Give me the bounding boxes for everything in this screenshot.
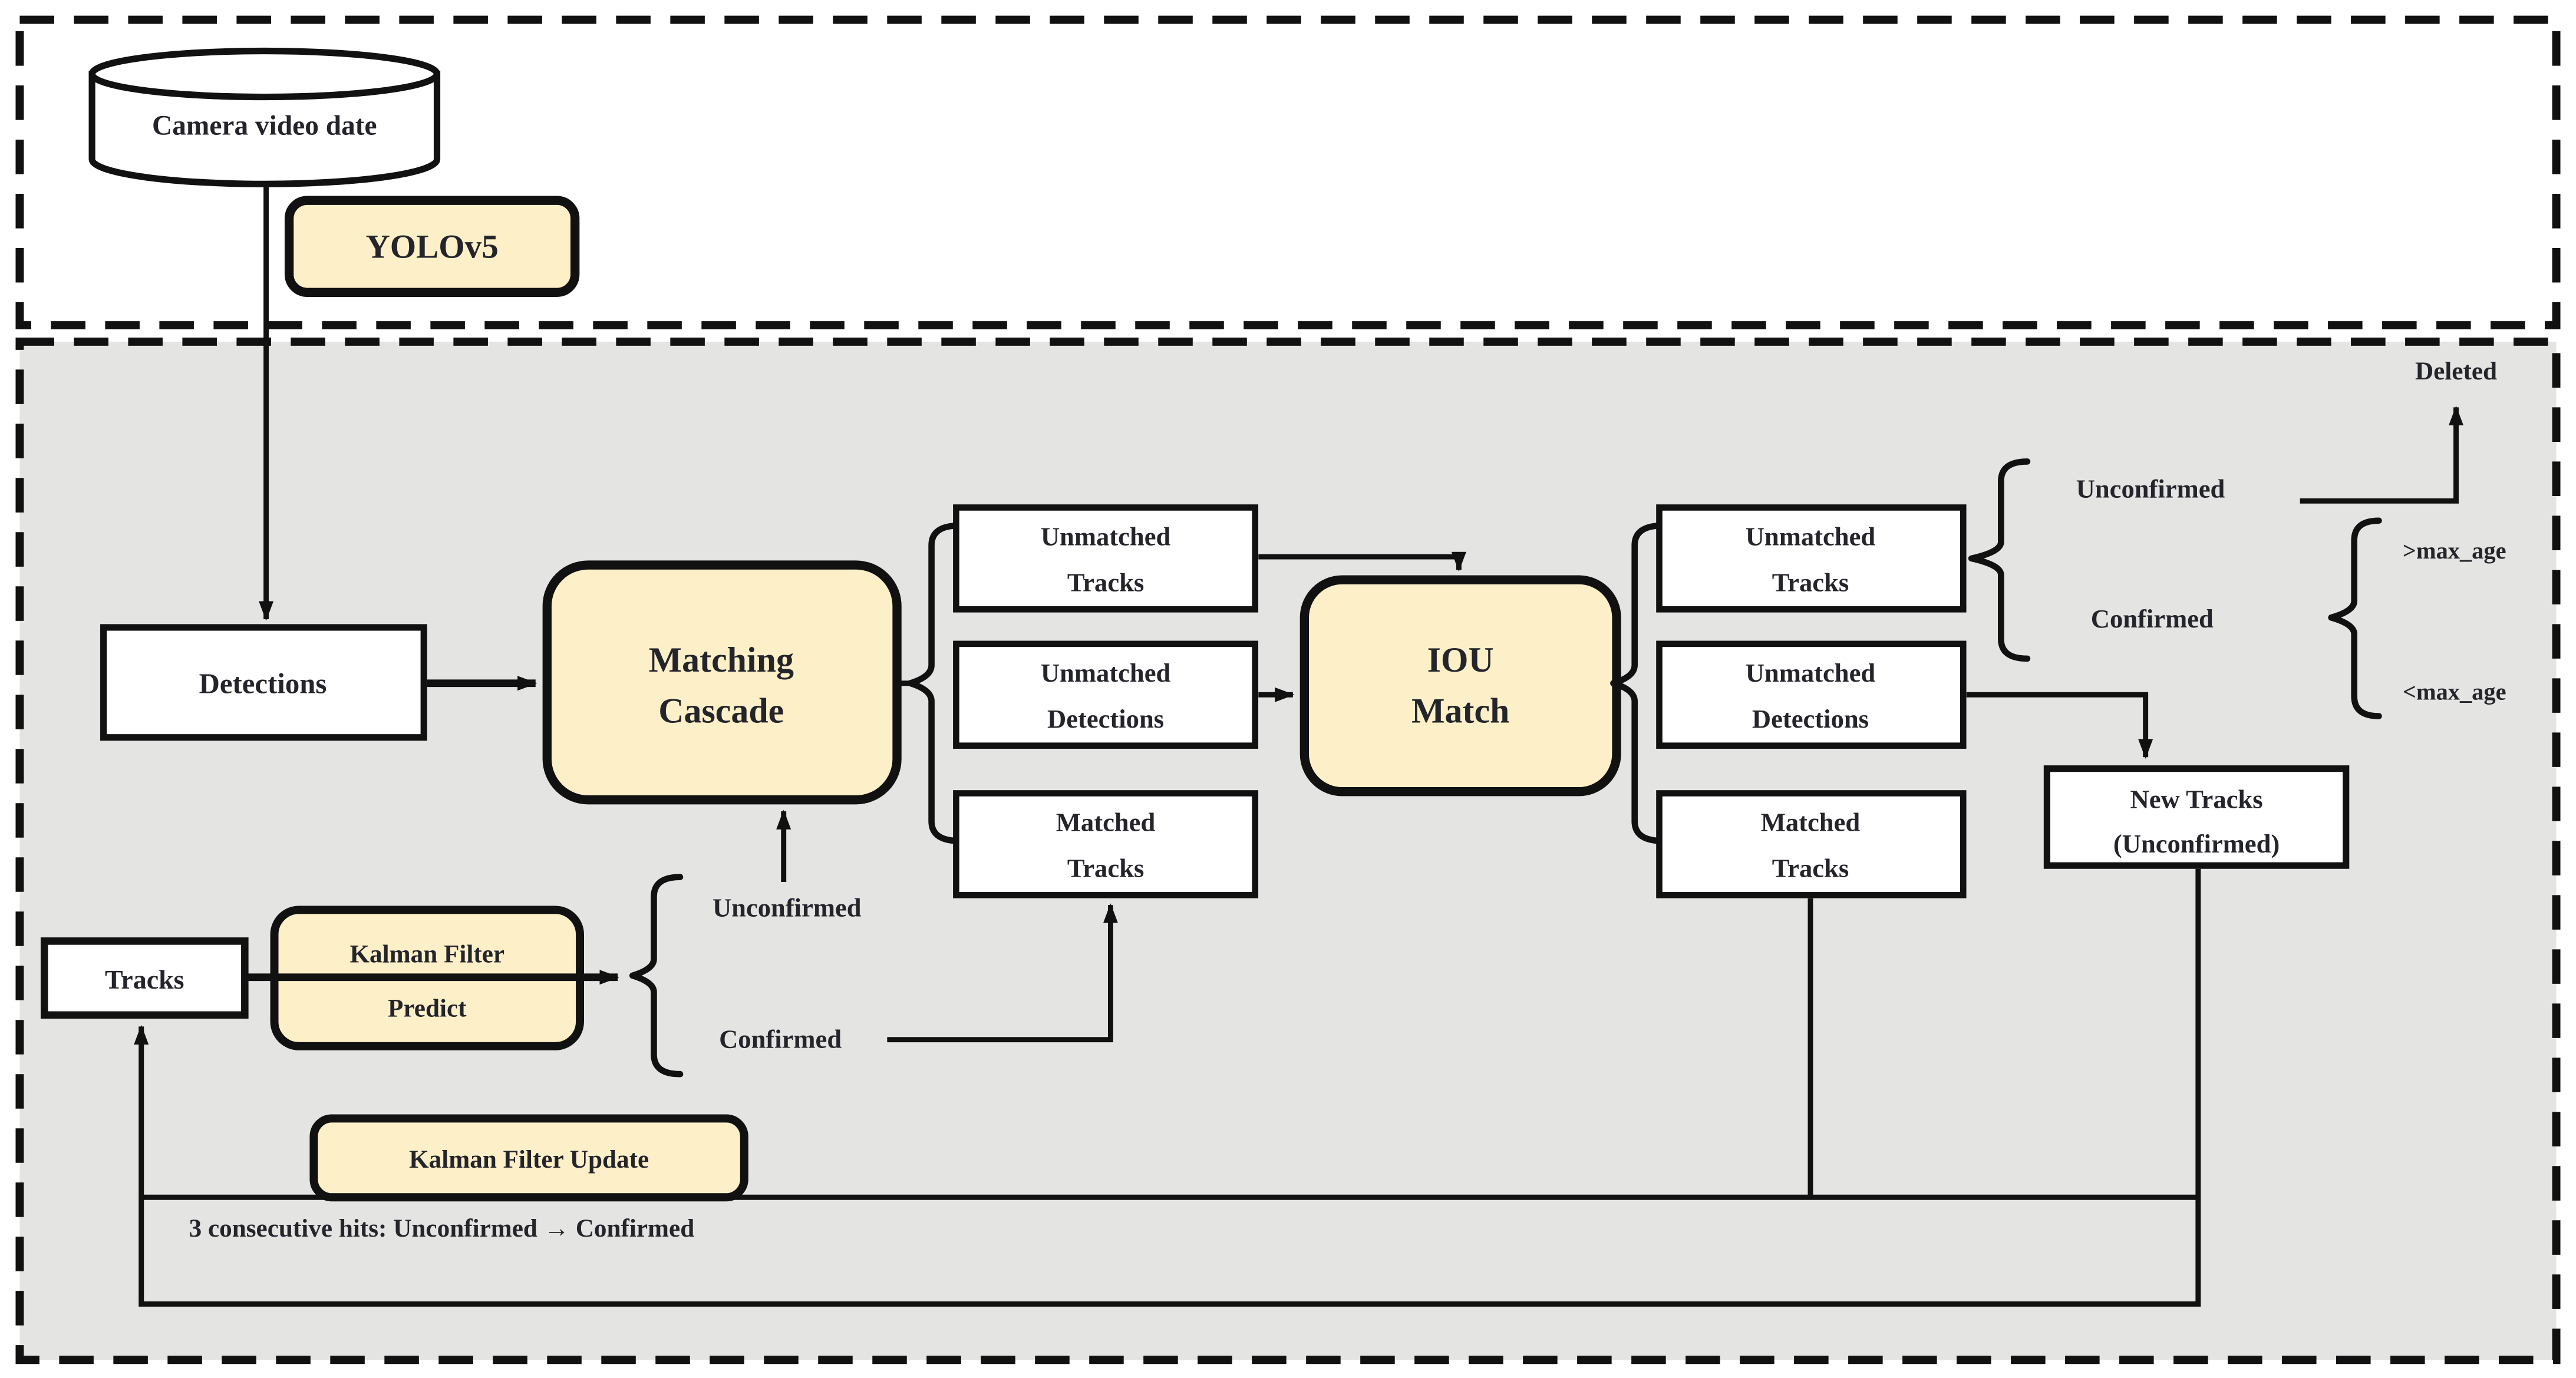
unmatched-tracks1-node: Unmatched Tracks: [953, 504, 1259, 613]
unconfirmed-right-label: Unconfirmed: [2076, 474, 2225, 504]
unconfirmed-left-label: Unconfirmed: [713, 893, 862, 923]
unmatched-tracks2-line1: Unmatched: [1746, 522, 1876, 551]
iou-match-label-line2: Match: [1411, 692, 1509, 731]
unmatched-detections2-line1: Unmatched: [1746, 658, 1876, 688]
matched-tracks2-node: Matched Tracks: [1656, 790, 1967, 898]
yolov5-label: YOLOv5: [365, 229, 498, 266]
unmatched-tracks1-line1: Unmatched: [1041, 522, 1171, 551]
matched-tracks1-node: Matched Tracks: [953, 790, 1259, 898]
tracks-node: Tracks: [40, 937, 249, 1019]
kalman-update-label: Kalman Filter Update: [409, 1146, 649, 1174]
consecutive-hits-note: 3 consecutive hits: Unconfirmed → Confir…: [189, 1215, 695, 1242]
unmatched-detections2-node: Unmatched Detections: [1656, 640, 1967, 749]
new-tracks-line1: New Tracks: [2130, 785, 2263, 814]
arrow-confirmed-to-matched-tracks1: [887, 903, 1118, 1043]
unmatched-detections2-line2: Detections: [1752, 704, 1869, 733]
kalman-predict-line1: Kalman Filter: [349, 941, 504, 969]
arrow-unconfirmed-to-deleted: [2300, 405, 2464, 504]
detections-label: Detections: [199, 667, 327, 699]
brace-predict-state-split: [629, 874, 684, 1078]
new-tracks-node: New Tracks (Unconfirmed): [2043, 765, 2350, 869]
brace-max-age-split: [2328, 517, 2382, 719]
detection-section-frame: [15, 15, 2561, 330]
kalman-update-node: Kalman Filter Update: [309, 1114, 748, 1202]
kalman-predict-line2: Predict: [388, 995, 467, 1023]
feedback-line-lower-to-tracks: [134, 868, 2201, 1307]
unmatched-tracks1-line2: Tracks: [1067, 568, 1144, 597]
unmatched-tracks2-node: Unmatched Tracks: [1656, 504, 1967, 613]
matched-tracks2-line1: Matched: [1761, 808, 1861, 837]
unmatched-tracks2-line2: Tracks: [1772, 568, 1849, 597]
new-tracks-line2: (Unconfirmed): [2113, 829, 2280, 858]
deleted-label: Deleted: [2415, 358, 2497, 385]
matching-cascade-label-line2: Cascade: [658, 692, 784, 731]
yolov5-node: YOLOv5: [284, 196, 580, 297]
camera-label: Camera video date: [152, 111, 377, 141]
camera-database-cylinder: Camera video date: [88, 47, 441, 187]
gt-max-age-label: >max_age: [2403, 537, 2506, 564]
lt-max-age-label: <max_age: [2403, 679, 2506, 705]
confirmed-right-label: Confirmed: [2091, 604, 2214, 633]
unmatched-detections1-line2: Detections: [1047, 704, 1164, 733]
bracket-iou-outputs: [1610, 522, 1666, 844]
unmatched-detections1-line1: Unmatched: [1041, 658, 1171, 688]
bracket-matching-cascade-outputs: [907, 522, 963, 844]
matched-tracks1-line2: Tracks: [1067, 854, 1144, 883]
tracks-label: Tracks: [105, 964, 184, 994]
unmatched-detections1-node: Unmatched Detections: [953, 640, 1259, 749]
brace-track-state-split: [1968, 458, 2031, 662]
arrow-unmatched-tracks1-to-iou: [1258, 551, 1466, 572]
matched-tracks1-line1: Matched: [1056, 808, 1156, 837]
matching-cascade-label-line1: Matching: [649, 640, 794, 679]
arrow-unmatched-detections2-to-new-tracks: [1966, 692, 2153, 759]
confirmed-left-label: Confirmed: [719, 1025, 842, 1054]
matching-cascade-node: Matching Cascade: [542, 560, 902, 805]
iou-match-label-line1: IOU: [1427, 640, 1494, 679]
matched-tracks2-line2: Tracks: [1772, 854, 1849, 883]
detections-node: Detections: [100, 624, 427, 741]
iou-match-node: IOU Match: [1299, 575, 1621, 797]
